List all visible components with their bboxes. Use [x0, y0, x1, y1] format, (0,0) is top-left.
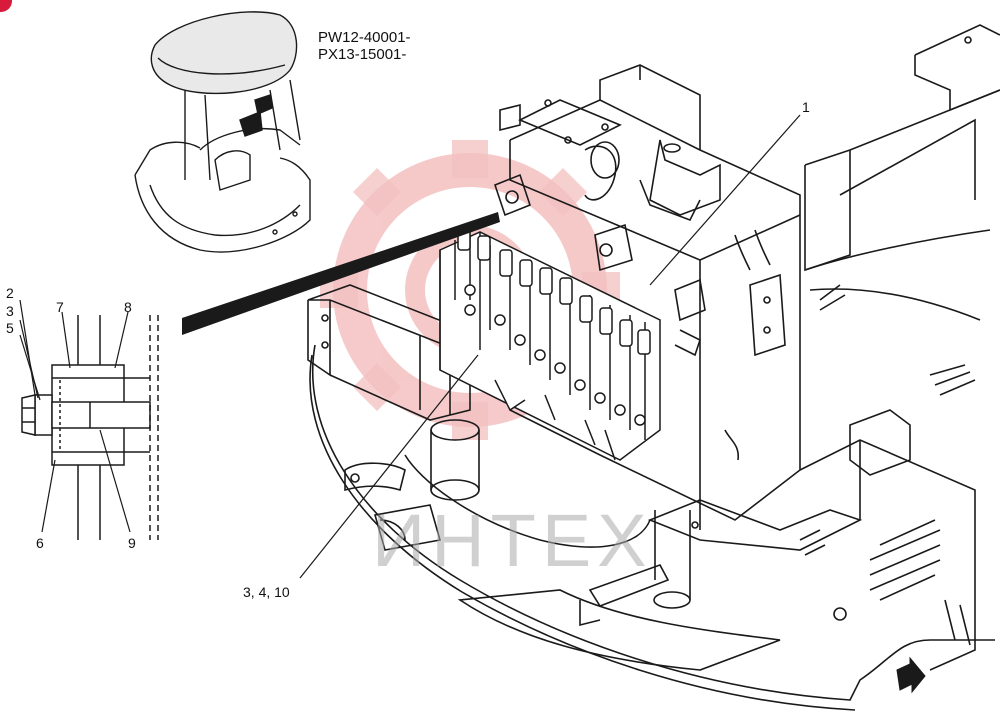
callout-7: 7: [56, 299, 64, 315]
callout-8: 8: [124, 299, 132, 315]
forward-arrow-icon: [896, 656, 926, 694]
bolt-detail: [21, 315, 159, 540]
callout-5: 5: [6, 320, 14, 336]
mounting-bracket: [499, 64, 801, 530]
right-chassis: [647, 24, 1000, 671]
callout-1: 1: [802, 99, 810, 115]
serial-range-1: PW12-40001-: [318, 29, 411, 46]
callout-9: 9: [128, 535, 136, 551]
base-plate: [309, 344, 995, 711]
mounting-lugs: [494, 173, 633, 272]
pointer-wedge: [182, 212, 500, 335]
callout-3-4-10: 3, 4, 10: [243, 584, 290, 600]
serial-range-2: PX13-15001-: [318, 46, 407, 63]
leader-lines: [19, 114, 801, 579]
watermark-text: ИНТЕХ: [372, 499, 653, 582]
callout-3: 3: [6, 303, 14, 319]
control-valve: [439, 227, 661, 461]
callout-2: 2: [6, 285, 14, 301]
cab-thumbnail: [134, 11, 311, 253]
callout-6: 6: [36, 535, 44, 551]
